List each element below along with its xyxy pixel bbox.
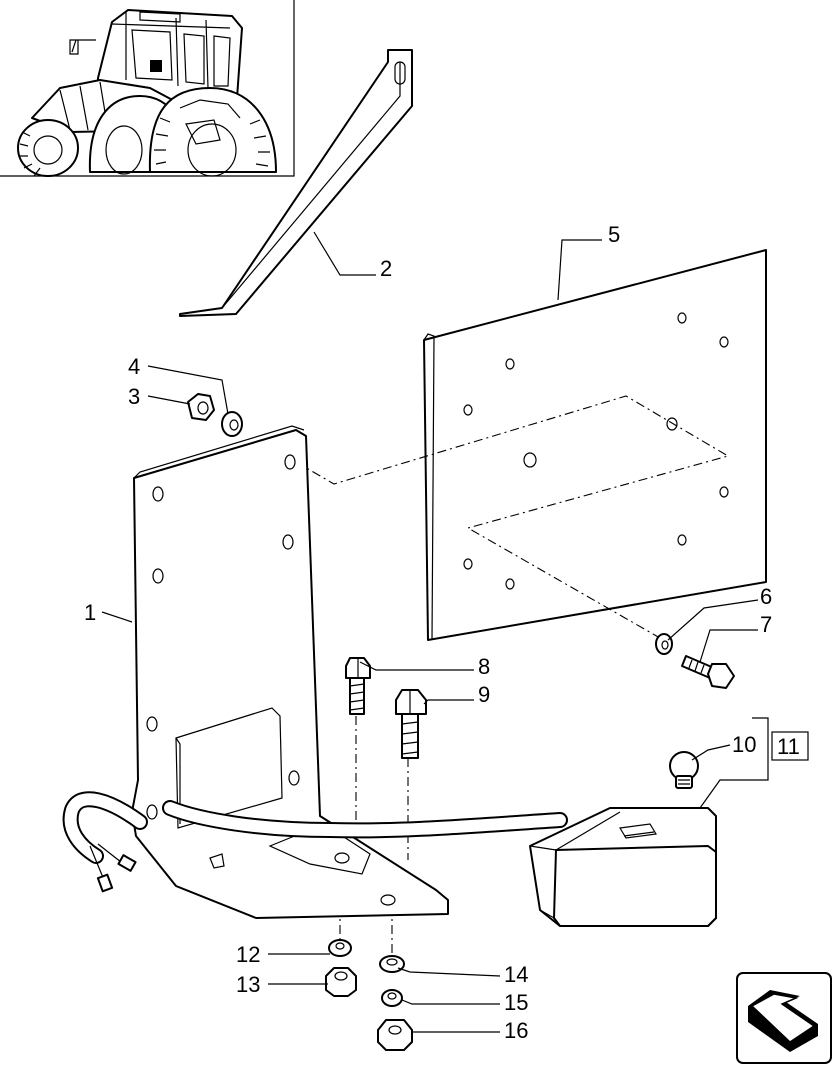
tail-lamp xyxy=(529,807,717,927)
nut-3 xyxy=(187,393,215,421)
callout-15: 15 xyxy=(504,990,528,1015)
washer-15 xyxy=(381,989,403,1007)
washer-14 xyxy=(379,955,405,973)
callout-11-box xyxy=(771,731,809,761)
callout-labels: 1 2 3 4 5 6 7 8 9 10 11 12 13 14 15 16 xyxy=(84,222,809,1043)
callout-4: 4 xyxy=(128,354,140,379)
washer-12 xyxy=(328,939,352,957)
callout-5: 5 xyxy=(608,222,620,247)
washer-6 xyxy=(655,633,673,655)
bolt-7 xyxy=(681,655,735,689)
leader-lines xyxy=(101,231,769,1033)
bracket-strap xyxy=(179,49,413,317)
main-bracket xyxy=(131,425,449,919)
callout-11: 11 xyxy=(777,734,800,759)
callout-12: 12 xyxy=(236,942,260,967)
nut-13 xyxy=(325,967,357,997)
callout-13: 13 xyxy=(236,972,260,997)
callout-6: 6 xyxy=(760,584,772,609)
callout-3: 3 xyxy=(128,384,140,409)
next-page-arrow-icon[interactable] xyxy=(736,972,832,1064)
lamp-cable xyxy=(62,791,568,893)
callout-9: 9 xyxy=(478,682,490,707)
bulb xyxy=(669,751,699,789)
callout-8: 8 xyxy=(478,654,490,679)
tractor-thumbnail-icon xyxy=(0,0,295,177)
washer-4 xyxy=(221,411,243,437)
nut-16 xyxy=(377,1019,413,1051)
callout-16: 16 xyxy=(504,1018,528,1043)
callout-14: 14 xyxy=(504,962,528,987)
bolt-9 xyxy=(395,689,427,759)
callout-7: 7 xyxy=(760,612,772,637)
license-plate xyxy=(423,249,767,641)
callout-10: 10 xyxy=(732,732,756,757)
bolt-8 xyxy=(345,657,371,715)
callout-2: 2 xyxy=(380,256,392,281)
callout-1: 1 xyxy=(84,600,96,625)
